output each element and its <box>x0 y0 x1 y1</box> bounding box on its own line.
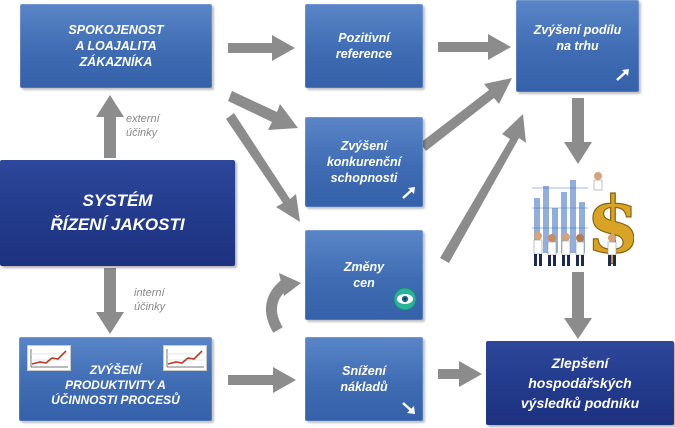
internal-label-line-1: interní <box>134 287 165 299</box>
arrow-competitiveness-to-market <box>420 78 512 151</box>
arrow-costs-to-result <box>438 361 482 387</box>
customer-box-line-2: A LOAJALITA <box>75 39 157 53</box>
references-box-line-1: Pozitivní <box>338 31 390 45</box>
trend-up-icon <box>616 69 629 81</box>
result-box-line-2: hospodářských <box>528 375 632 391</box>
system-box-line-1: SYSTÉM <box>82 191 153 210</box>
references-box-line-2: reference <box>335 47 393 61</box>
competitiveness-box-line-1: Zvýšení <box>340 139 388 153</box>
customer-satisfaction-box: SPOKOJENOST A LOAJALITA ZÁKAZNÍKA <box>20 4 212 88</box>
price-box-line-1: Změny <box>343 260 385 274</box>
costs-box-line-2: nákladů <box>340 380 388 394</box>
arrow-illustration-to-result <box>564 272 592 339</box>
competitiveness-box-line-3: schopnosti <box>330 171 398 185</box>
productivity-box-line-1: ZVÝŠENÍ <box>89 362 142 377</box>
arrow-system-to-customer <box>96 95 124 158</box>
arrow-costs-to-price <box>265 279 289 333</box>
quality-system-box: SYSTÉM ŘÍZENÍ JAKOSTI <box>0 160 235 266</box>
result-box-line-1: Zlepšení <box>551 355 609 371</box>
arrow-customer-to-price <box>226 113 300 222</box>
arrow-customer-to-competitiveness <box>228 91 298 130</box>
internal-effects-label: interní účinky <box>134 286 165 314</box>
trend-down-icon <box>402 402 415 414</box>
arrow-market-to-illustration <box>564 98 592 164</box>
customer-box-line-1: SPOKOJENOST <box>68 23 164 37</box>
external-label-line-1: externí <box>126 113 160 125</box>
cost-reduction-box: Snížení nákladů <box>305 337 423 421</box>
arrow-costs-to-price-head <box>279 273 301 296</box>
productivity-box-line-2: PRODUKTIVITY A <box>65 377 166 392</box>
arrow-price-to-market <box>440 114 526 263</box>
positive-references-box: Pozitivní reference <box>305 4 423 88</box>
market-box-line-2: na trhu <box>556 39 599 53</box>
business-people-dollar-illustration: $ <box>528 168 634 270</box>
competitiveness-box: Zvýšení konkurenční schopnosti <box>305 117 423 207</box>
price-box-line-2: cen <box>353 276 375 290</box>
market-box-line-1: Zvýšení podílu <box>533 23 622 37</box>
customer-box-line-3: ZÁKAZNÍKA <box>79 55 153 69</box>
arrow-productivity-to-costs <box>228 367 296 393</box>
trend-up-icon <box>402 187 415 199</box>
arrow-references-to-market <box>438 34 511 60</box>
market-share-box: Zvýšení podílu na trhu <box>516 0 639 92</box>
line-chart-icon <box>27 345 71 371</box>
arrow-customer-to-references <box>228 35 295 61</box>
competitiveness-box-line-2: konkurenční <box>326 155 402 169</box>
costs-box-line-1: Snížení <box>342 364 386 378</box>
business-results-box: Zlepšení hospodářských výsledků podniku <box>486 341 674 425</box>
recycle-eye-icon <box>393 287 417 311</box>
result-box-line-3: výsledků podniku <box>520 395 640 411</box>
internal-label-line-2: účinky <box>134 301 166 313</box>
productivity-box-line-3: ÚČINNOSTI PROCESŮ <box>51 392 180 407</box>
line-chart-icon <box>163 345 207 371</box>
external-label-line-2: účinky <box>126 127 158 139</box>
external-effects-label: externí účinky <box>126 112 160 140</box>
arrow-system-to-productivity <box>96 268 124 334</box>
system-box-line-2: ŘÍZENÍ JAKOSTI <box>50 215 185 234</box>
